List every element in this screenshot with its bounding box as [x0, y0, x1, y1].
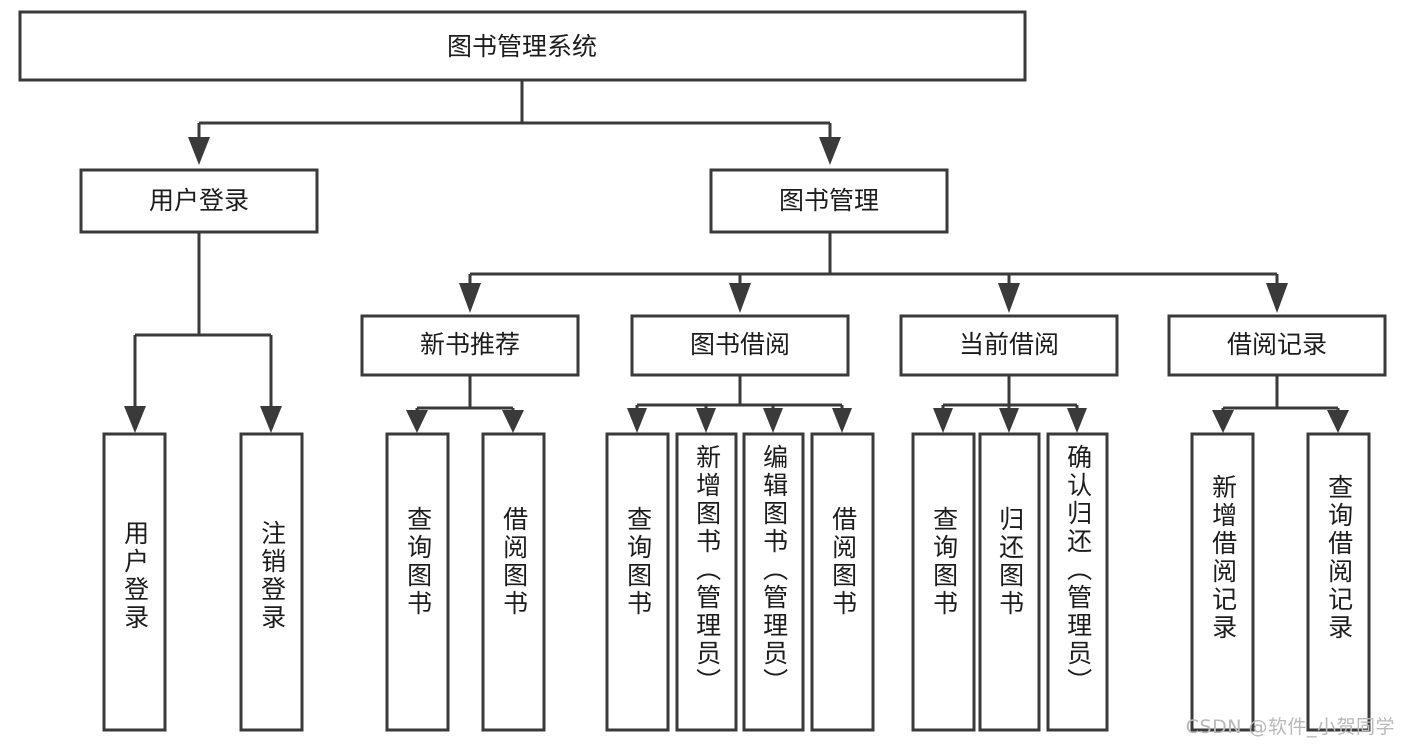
node-new-book-rec[interactable]: 新书推荐	[360, 314, 580, 377]
arrow-head-icon	[1266, 283, 1288, 313]
node-leaf-borrow-book-1-box[interactable]	[481, 432, 546, 732]
node-leaf-confirm-return-box[interactable]	[1046, 432, 1109, 732]
arrow-head-icon	[998, 283, 1020, 313]
node-leaf-query-record-box[interactable]	[1306, 432, 1371, 732]
node-book-manage-box[interactable]	[709, 168, 949, 234]
arrow-head-icon	[832, 408, 852, 433]
arrow-head-icon	[188, 137, 210, 165]
node-root-label: 图书管理系统	[447, 32, 597, 61]
node-new-book-rec-box[interactable]	[360, 314, 580, 377]
arrow-head-icon	[502, 410, 524, 433]
node-leaf-return-book-box[interactable]	[978, 432, 1041, 732]
node-book-manage[interactable]: 图书管理	[709, 168, 949, 234]
node-book-borrow-label: 图书借阅	[690, 330, 790, 359]
node-borrow-record-label: 借阅记录	[1227, 330, 1327, 359]
node-new-book-rec-label: 新书推荐	[420, 330, 520, 359]
node-user-login-label: 用户登录	[149, 186, 249, 215]
arrow-head-icon	[763, 408, 783, 433]
node-borrow-record[interactable]: 借阅记录	[1167, 314, 1387, 377]
arrow-head-icon	[124, 406, 146, 433]
node-user-login[interactable]: 用户登录	[79, 168, 319, 234]
connector-group	[124, 80, 1349, 433]
arrow-head-icon	[260, 406, 282, 433]
node-root[interactable]: 图书管理系统	[18, 10, 1027, 82]
arrow-head-icon	[406, 410, 428, 433]
arrow-head-icon	[627, 408, 647, 433]
node-borrow-record-box[interactable]	[1167, 314, 1387, 377]
node-leaf-query-book-1-box[interactable]	[385, 432, 450, 732]
node-current-borrow[interactable]: 当前借阅	[899, 314, 1119, 377]
arrow-head-icon	[999, 408, 1019, 433]
node-leaf-logout-box[interactable]	[239, 432, 304, 732]
node-user-login-box[interactable]	[79, 168, 319, 234]
node-leaf-query-book-2-box[interactable]	[605, 432, 670, 732]
node-leaf-edit-book-box[interactable]	[742, 432, 805, 732]
arrow-head-icon	[729, 283, 751, 313]
arrow-head-icon	[1067, 408, 1087, 433]
node-current-borrow-box[interactable]	[899, 314, 1119, 377]
node-book-borrow[interactable]: 图书借阅	[630, 314, 850, 377]
arrow-head-icon	[933, 408, 953, 433]
node-root-box[interactable]	[18, 10, 1027, 82]
node-leaf-add-record-box[interactable]	[1190, 432, 1255, 732]
node-book-manage-label: 图书管理	[779, 186, 879, 215]
arrow-head-icon	[1212, 410, 1234, 433]
arrow-head-icon	[696, 408, 716, 433]
node-leaf-query-book-3-box[interactable]	[911, 432, 976, 732]
node-leaf-borrow-book-2-box[interactable]	[810, 432, 875, 732]
node-book-borrow-box[interactable]	[630, 314, 850, 377]
arrow-head-icon	[1327, 410, 1349, 433]
arrow-head-icon	[459, 283, 481, 313]
node-leaf-user-login-box[interactable]	[102, 432, 167, 732]
arrow-head-icon	[819, 137, 841, 165]
watermark-text: CSDN @软件_小贺同学	[1185, 716, 1395, 738]
node-leaf-add-book-box[interactable]	[675, 432, 738, 732]
node-current-borrow-label: 当前借阅	[959, 330, 1059, 359]
